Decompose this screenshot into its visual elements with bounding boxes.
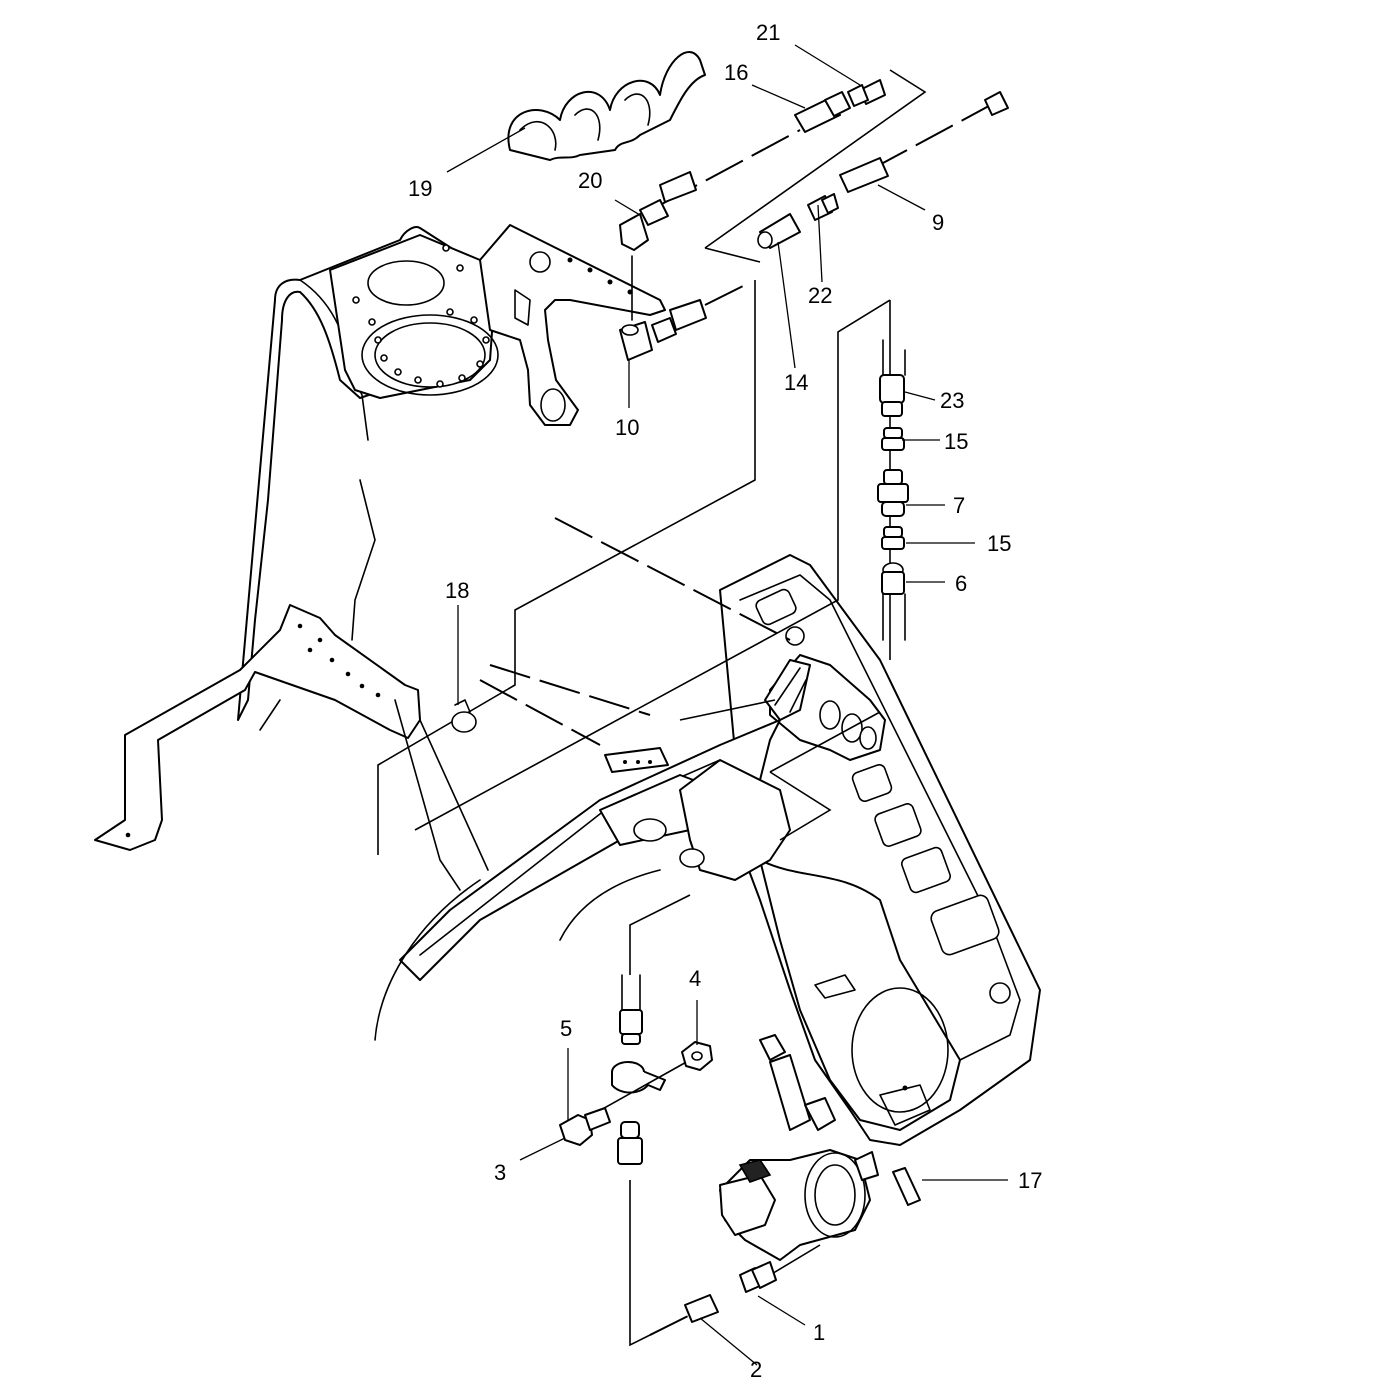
callout-17: 17 — [1018, 1168, 1042, 1193]
callout-6: 6 — [955, 571, 967, 596]
callout-7: 7 — [953, 493, 965, 518]
mast-frame — [237, 224, 666, 721]
leader-lines — [446, 44, 1008, 1366]
callout-4: 4 — [689, 966, 701, 991]
cross-beam — [374, 719, 791, 1041]
callout-3: 3 — [494, 1160, 506, 1185]
callout-16: 16 — [724, 60, 748, 85]
assembly-lines — [377, 69, 927, 1347]
callout-19: 19 — [408, 176, 432, 201]
callout-1: 1 — [813, 1320, 825, 1345]
callout-2: 2 — [750, 1357, 762, 1382]
hose-assembly-top — [619, 79, 1009, 361]
callout-9: 9 — [932, 210, 944, 235]
spiral-hose-guard — [507, 51, 706, 161]
callout-5: 5 — [560, 1016, 572, 1041]
callout-15-lower: 15 — [987, 531, 1011, 556]
callout-22: 22 — [808, 283, 832, 308]
callout-14: 14 — [784, 370, 808, 395]
callout-labels: 21 16 19 20 9 22 14 10 23 15 7 15 6 18 4… — [408, 20, 1042, 1382]
callout-23: 23 — [940, 388, 964, 413]
callout-15-upper: 15 — [944, 429, 968, 454]
lower-parts — [559, 974, 921, 1336]
hose-clamp — [451, 699, 477, 733]
boom-arm — [719, 554, 1041, 1146]
callout-21: 21 — [756, 20, 780, 45]
callout-18: 18 — [445, 578, 469, 603]
frame-legs — [259, 699, 489, 891]
support-bar — [94, 604, 421, 851]
fitting-stack — [877, 339, 909, 641]
callout-10: 10 — [615, 415, 639, 440]
callout-20: 20 — [578, 168, 602, 193]
